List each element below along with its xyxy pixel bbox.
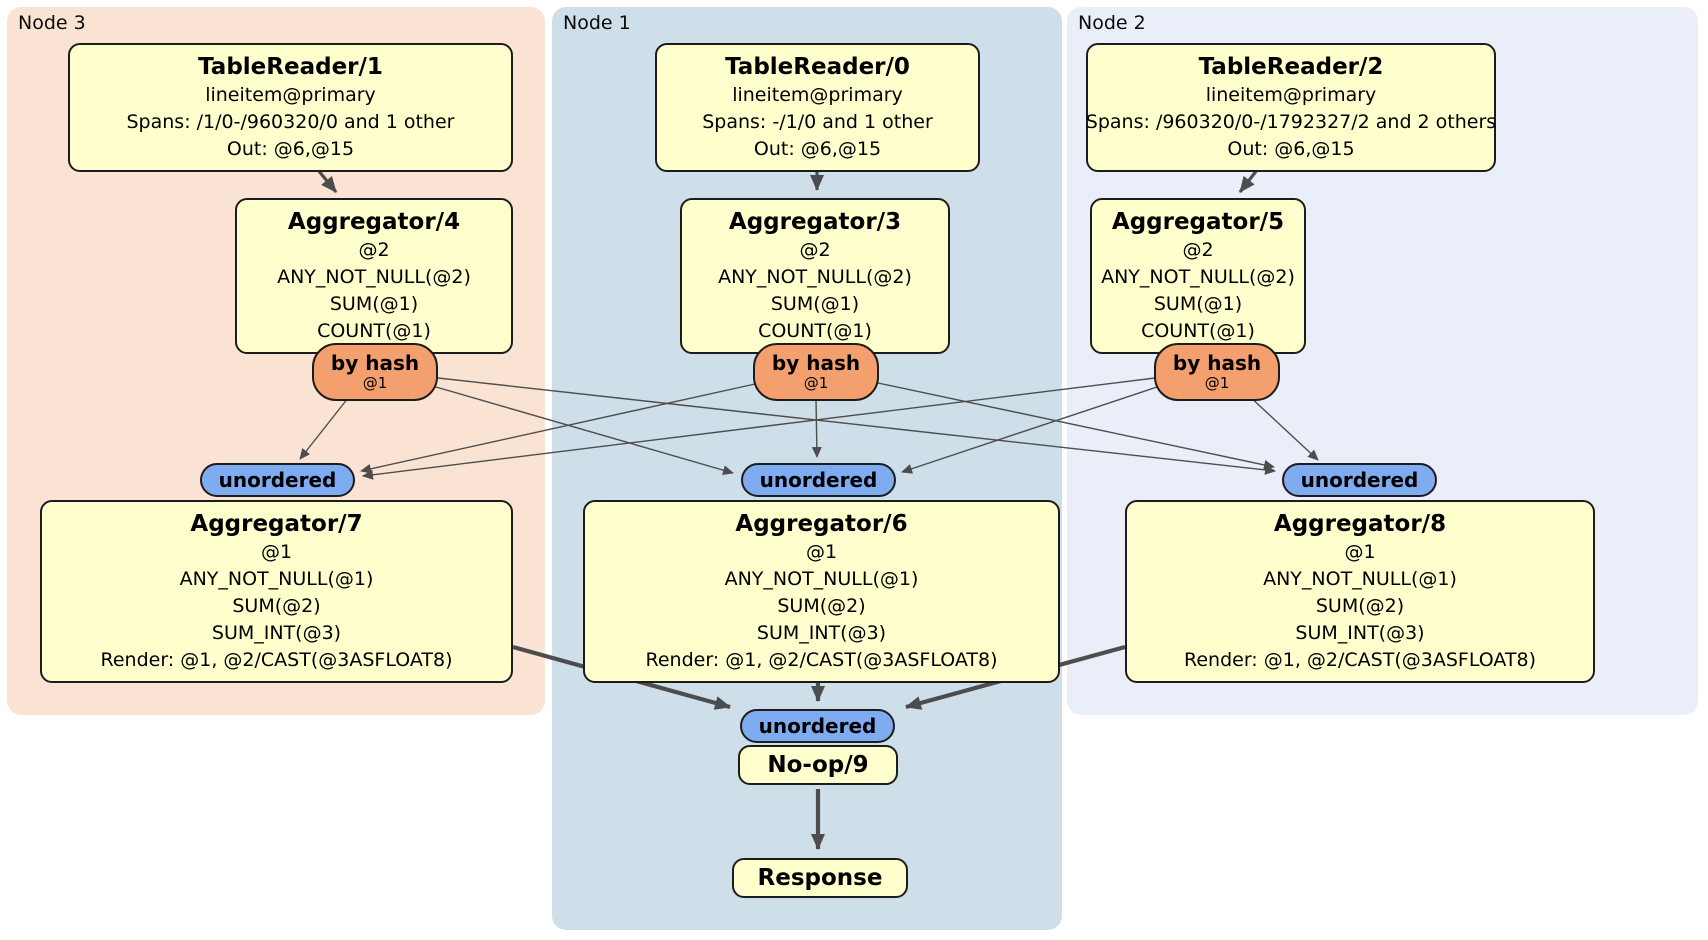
processor-detail: SUM(@1) [329, 293, 419, 315]
processor-detail: ANY_NOT_NULL(@1) [179, 568, 374, 590]
processor-title: Aggregator/4 [287, 209, 461, 235]
processor-aggregator-5: Aggregator/5 @2 ANY_NOT_NULL(@2) SUM(@1)… [1090, 198, 1306, 354]
edge-hash4-sync6 [435, 386, 734, 476]
processor-detail: @1 [260, 541, 293, 563]
processor-title: Aggregator/7 [190, 511, 363, 537]
processor-detail: ANY_NOT_NULL(@2) [718, 266, 912, 288]
node-group-3-label: Node 3 [18, 12, 86, 34]
node-group-1-label: Node 1 [563, 12, 631, 34]
processor-noop-9: No-op/9 [738, 745, 898, 785]
synchronizer-label: unordered [759, 468, 878, 492]
processor-detail: Render: @1, @2/CAST(@3ASFLOAT8) [645, 649, 998, 671]
router-by-hash-5: by hash @1 [1154, 343, 1280, 401]
synchronizer-label: unordered [218, 468, 337, 492]
router-by-hash-4: by hash @1 [312, 343, 438, 401]
router-label: by hash [330, 351, 420, 375]
processor-detail: SUM(@2) [232, 595, 321, 617]
processor-detail: @2 [358, 239, 390, 261]
edge-hash5-sync8 [1247, 394, 1319, 461]
processor-tablereader-2: TableReader/2 lineitem@primary Spans: /9… [1086, 43, 1496, 172]
processor-detail: Render: @1, @2/CAST(@3ASFLOAT8) [100, 649, 453, 671]
processor-title: TableReader/0 [725, 54, 910, 80]
processor-detail: SUM(@2) [1315, 595, 1405, 617]
processor-detail: Spans: /960320/0-/1792327/2 and 2 others [1085, 111, 1497, 133]
edge-tr2-agg5 [1238, 169, 1259, 193]
synchronizer-unordered-8: unordered [1282, 463, 1437, 497]
edge-hash3-sync6 [811, 398, 822, 458]
processor-detail: SUM(@1) [1153, 293, 1243, 315]
processor-detail: ANY_NOT_NULL(@2) [277, 266, 471, 288]
processor-aggregator-3: Aggregator/3 @2 ANY_NOT_NULL(@2) SUM(@1)… [680, 198, 950, 354]
processor-detail: COUNT(@1) [758, 320, 872, 342]
processor-detail: ANY_NOT_NULL(@1) [724, 568, 919, 590]
synchronizer-unordered-final: unordered [740, 709, 895, 743]
response-node: Response [732, 858, 908, 898]
processor-detail: lineitem@primary [732, 84, 903, 106]
router-key: @1 [362, 374, 388, 392]
processor-title: TableReader/2 [1198, 54, 1384, 80]
router-key: @1 [1204, 374, 1230, 392]
processor-detail: lineitem@primary [205, 84, 376, 106]
processor-detail: @2 [799, 239, 831, 261]
processor-detail: @1 [1344, 541, 1376, 563]
synchronizer-unordered-7: unordered [200, 463, 355, 497]
router-key: @1 [803, 374, 829, 392]
processor-detail: Out: @6,@15 [226, 138, 355, 160]
processor-detail: ANY_NOT_NULL(@1) [1263, 568, 1457, 590]
node-group-2-label: Node 2 [1078, 12, 1146, 34]
processor-detail: @1 [805, 541, 838, 563]
processor-title: Aggregator/6 [735, 511, 908, 537]
synchronizer-unordered-6: unordered [741, 463, 896, 497]
edge-tr1-agg4 [316, 168, 338, 194]
processor-tablereader-1: TableReader/1 lineitem@primary Spans: /1… [68, 43, 513, 172]
synchronizer-label: unordered [1300, 468, 1419, 492]
processor-title: No-op/9 [767, 752, 869, 778]
processor-tablereader-0: TableReader/0 lineitem@primary Spans: -/… [655, 43, 980, 172]
processor-detail: SUM_INT(@3) [1295, 622, 1425, 644]
processor-detail: Render: @1, @2/CAST(@3ASFLOAT8) [1184, 649, 1536, 671]
processor-detail: lineitem@primary [1205, 84, 1377, 106]
edge-hash4-sync8 [437, 377, 1276, 475]
processor-title: TableReader/1 [198, 54, 383, 80]
edge-hash5-sync6 [901, 386, 1158, 474]
edge-hash5-sync7 [362, 377, 1156, 480]
processor-aggregator-8: Aggregator/8 @1 ANY_NOT_NULL(@1) SUM(@2)… [1125, 500, 1595, 683]
router-label: by hash [771, 351, 861, 375]
processor-detail: Out: @6,@15 [753, 138, 882, 160]
processor-detail: Spans: /1/0-/960320/0 and 1 other [126, 111, 455, 133]
processor-detail: COUNT(@1) [1141, 320, 1255, 342]
processor-title: Response [757, 865, 883, 891]
processor-detail: ANY_NOT_NULL(@2) [1101, 266, 1295, 288]
processor-aggregator-7: Aggregator/7 @1 ANY_NOT_NULL(@1) SUM(@2)… [40, 500, 513, 683]
router-by-hash-3: by hash @1 [753, 343, 879, 401]
processor-detail: Out: @6,@15 [1227, 138, 1355, 160]
processor-detail: COUNT(@1) [317, 320, 431, 342]
edge-hash3-sync8 [877, 382, 1275, 470]
processor-detail: @2 [1182, 239, 1214, 261]
processor-detail: Spans: -/1/0 and 1 other [702, 111, 933, 133]
processor-title: Aggregator/5 [1111, 209, 1285, 235]
processor-title: Aggregator/8 [1273, 511, 1447, 537]
processor-title: Aggregator/3 [728, 209, 902, 235]
processor-detail: SUM_INT(@3) [211, 622, 342, 644]
processor-aggregator-4: Aggregator/4 @2 ANY_NOT_NULL(@2) SUM(@1)… [235, 198, 513, 354]
processor-detail: SUM_INT(@3) [756, 622, 887, 644]
processor-detail: SUM(@2) [777, 595, 866, 617]
edge-hash3-sync7 [360, 383, 756, 474]
processor-detail: SUM(@1) [770, 293, 860, 315]
processor-aggregator-6: Aggregator/6 @1 ANY_NOT_NULL(@1) SUM(@2)… [583, 500, 1060, 683]
edge-hash4-sync7 [299, 392, 353, 460]
synchronizer-label: unordered [758, 714, 877, 738]
router-label: by hash [1172, 351, 1262, 375]
